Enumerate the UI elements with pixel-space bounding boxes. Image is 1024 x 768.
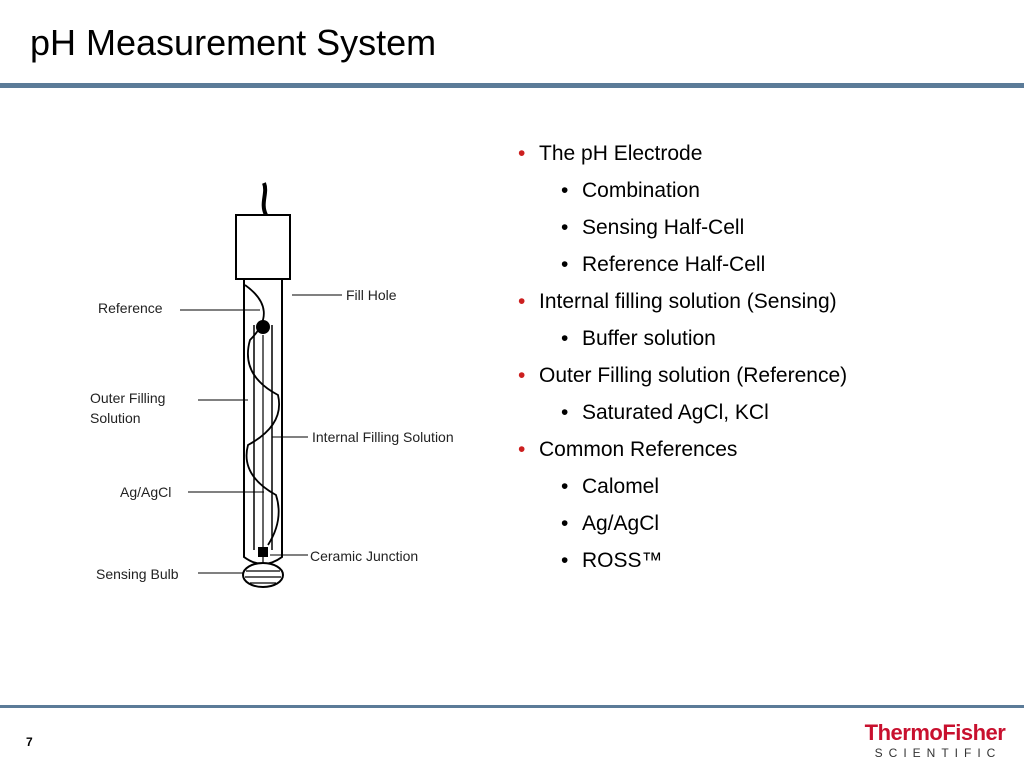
electrode-svg: Reference Fill Hole Outer Filling Soluti… xyxy=(90,182,454,588)
thermo-fisher-logo: ThermoFisher SCIENTIFIC xyxy=(860,721,1010,761)
sub-bullet-item: Combination xyxy=(539,177,847,204)
label-internal-filling: Internal Filling Solution xyxy=(312,429,454,445)
electrode-cap xyxy=(235,214,291,280)
bullet-item: The pH Electrode Combination Sensing Hal… xyxy=(518,140,847,278)
reference-spiral-wire xyxy=(244,284,280,546)
bullet-item: Common References Calomel Ag/AgCl ROSS™ xyxy=(518,436,847,574)
title-divider xyxy=(0,83,1024,88)
electrode-cable xyxy=(261,182,268,216)
sub-bullet-item: Ag/AgCl xyxy=(539,510,847,537)
logo-sub-brand: SCIENTIFIC xyxy=(874,746,1002,760)
sub-bullet-item: Saturated AgCl, KCl xyxy=(539,399,847,426)
bullet-item: Internal filling solution (Sensing) Buff… xyxy=(518,288,847,352)
bullet-text: Internal filling solution (Sensing) xyxy=(539,290,837,313)
bullet-text: Outer Filling solution (Reference) xyxy=(539,364,848,387)
bullet-text: Common References xyxy=(539,438,738,461)
sensing-bulb xyxy=(242,562,284,588)
bulb-hatch xyxy=(245,570,281,584)
label-fill-hole: Fill Hole xyxy=(346,287,397,303)
label-sensing-bulb: Sensing Bulb xyxy=(96,566,179,582)
label-outer-filling-2: Solution xyxy=(90,410,141,426)
sub-bullet-list: Combination Sensing Half-Cell Reference … xyxy=(539,177,847,278)
sub-bullet-item: Reference Half-Cell xyxy=(539,251,847,278)
sub-bullet-list: Saturated AgCl, KCl xyxy=(539,399,847,426)
ceramic-junction-mark xyxy=(258,547,268,557)
bullet-text: The pH Electrode xyxy=(539,142,703,165)
label-ceramic-junction: Ceramic Junction xyxy=(310,548,418,564)
sub-bullet-item: ROSS™ xyxy=(539,547,847,574)
ph-electrode-diagram: Reference Fill Hole Outer Filling Soluti… xyxy=(80,175,500,595)
bullet-item: Outer Filling solution (Reference) Satur… xyxy=(518,362,847,426)
sub-bullet-item: Calomel xyxy=(539,473,847,500)
label-outer-filling-1: Outer Filling xyxy=(90,390,165,406)
label-reference: Reference xyxy=(98,300,163,316)
agcl-element xyxy=(256,320,270,334)
sub-bullet-item: Sensing Half-Cell xyxy=(539,214,847,241)
label-ag-agcl: Ag/AgCl xyxy=(120,484,171,500)
page-number: 7 xyxy=(26,735,33,749)
slide-title: pH Measurement System xyxy=(30,22,437,63)
logo-brand: ThermoFisher xyxy=(864,720,1006,745)
sub-bullet-list: Buffer solution xyxy=(539,325,847,352)
sub-bullet-item: Buffer solution xyxy=(539,325,847,352)
sub-bullet-list: Calomel Ag/AgCl ROSS™ xyxy=(539,473,847,574)
footer-divider xyxy=(0,705,1024,708)
bullet-list: The pH Electrode Combination Sensing Hal… xyxy=(518,140,847,584)
